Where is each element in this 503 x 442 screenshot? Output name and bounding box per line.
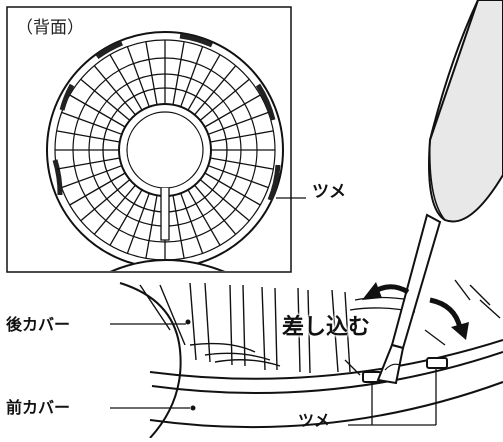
rear-cover-label: 後カバー [6,315,71,334]
grill-spoke [194,65,237,116]
insert-action-label: 差し込む [282,315,371,340]
grill-spoke [145,41,158,105]
front-cover-label: 前カバー [6,398,71,417]
grill-spoke [126,46,150,108]
grill-spoke [210,157,274,170]
inset-title: （背面） [16,18,84,38]
grill-spoke [69,172,126,206]
fan-rear-view [46,31,284,271]
grill-spoke [180,46,204,108]
grill-spoke [187,54,221,111]
grill-spoke [172,195,185,259]
grill-spoke [69,94,126,128]
grill-spoke [172,41,185,105]
grill-spoke [80,179,131,222]
grill-spoke [56,157,120,170]
leader-lines [110,323,437,426]
inset-panel [6,6,306,273]
rim-segments [52,33,281,201]
grill-spoke [204,172,261,206]
grill-spoke [109,189,143,246]
grill-spoke [93,184,136,235]
rear-cover-outline [119,282,182,438]
grill-spoke [204,94,261,128]
rotation-arrows [362,282,469,340]
grill-spoke [207,165,269,189]
grill-spoke [187,189,221,246]
screwdriver [376,0,503,385]
grill-spoke [210,130,274,143]
closeup-tab-label: ツメ [298,411,331,430]
grill-spoke [194,184,237,235]
grill-spoke [199,78,250,121]
grill-spoke [93,65,136,116]
grill-spoke [145,195,158,259]
grill-spoke [61,165,123,189]
grill-spoke [109,54,143,111]
grill-spoke [61,111,123,135]
closeup-grill [139,279,501,374]
grill-spoke [56,130,120,143]
grill-spoke [126,192,150,254]
grill-spoke [199,179,250,222]
grill-spoke [80,78,131,121]
grill-spoke [180,192,204,254]
grill-spokes [55,40,275,260]
grill-spoke [207,111,269,135]
inset-tab-label: ツメ [312,182,346,202]
